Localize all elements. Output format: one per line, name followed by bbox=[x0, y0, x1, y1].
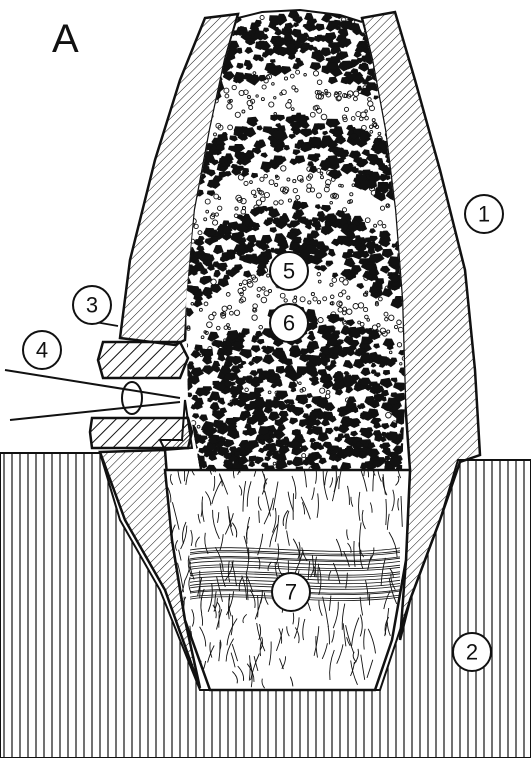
panel-label: A bbox=[52, 17, 79, 61]
callout-4: 4 bbox=[23, 331, 61, 369]
svg-text:7: 7 bbox=[285, 580, 297, 605]
callout-3: 3 bbox=[73, 286, 111, 324]
callout-1: 1 bbox=[465, 195, 503, 233]
callout-7: 7 bbox=[272, 573, 310, 611]
svg-text:3: 3 bbox=[86, 293, 98, 318]
svg-text:4: 4 bbox=[36, 338, 48, 363]
callout-6: 6 bbox=[270, 304, 308, 342]
svg-text:6: 6 bbox=[283, 311, 295, 336]
callout-2: 2 bbox=[453, 633, 491, 671]
svg-text:1: 1 bbox=[478, 202, 490, 227]
callout-5: 5 bbox=[270, 252, 308, 290]
svg-text:5: 5 bbox=[283, 259, 295, 284]
svg-text:2: 2 bbox=[466, 640, 478, 665]
hearth-zone bbox=[163, 449, 414, 690]
